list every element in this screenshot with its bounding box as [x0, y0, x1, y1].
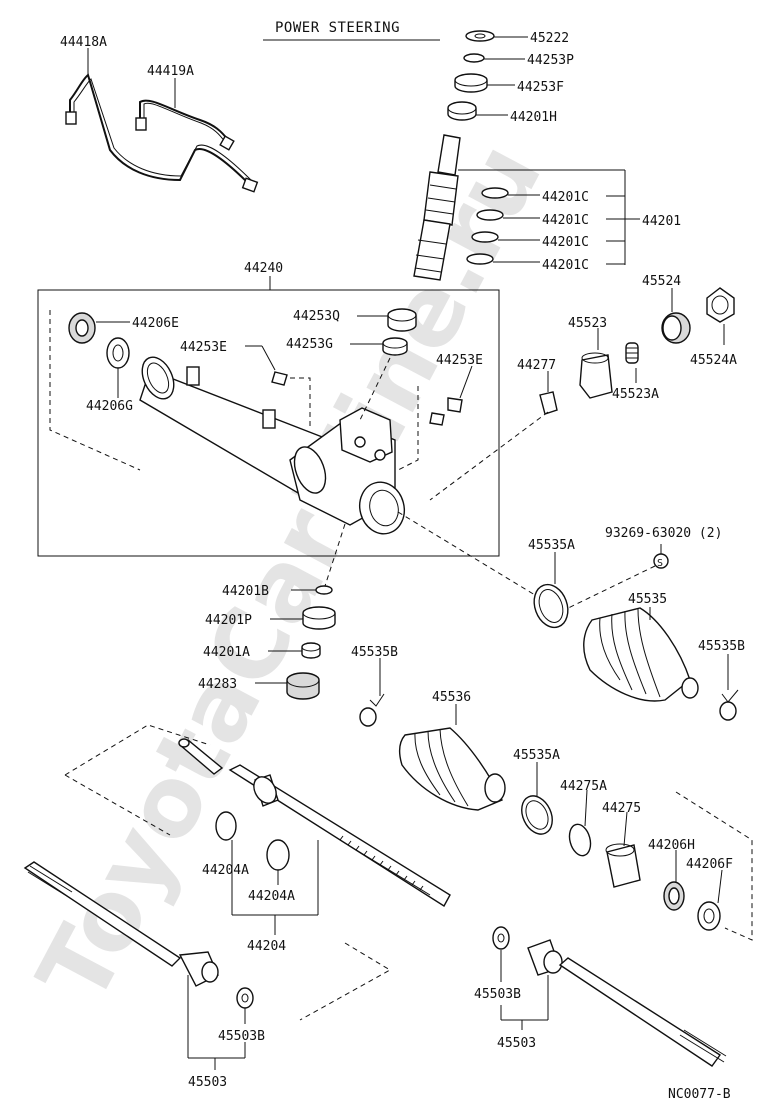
- label-45524A: 45524A: [690, 353, 737, 368]
- label-44253P: 44253P: [527, 53, 574, 68]
- label-44277: 44277: [517, 358, 556, 373]
- tie-rod-end-right: [492, 926, 727, 1067]
- label-45535A-1: 45535A: [528, 538, 575, 553]
- steering-boot-right: [583, 607, 699, 702]
- label-45503B-2: 45503B: [474, 987, 521, 1002]
- pinion-seals: [447, 30, 528, 121]
- label-44283: 44283: [198, 677, 237, 692]
- label-44253Q: 44253Q: [293, 309, 340, 324]
- label-44275A: 44275A: [560, 779, 607, 794]
- label-44201: 44201: [642, 214, 681, 229]
- label-45503B-1: 45503B: [218, 1029, 265, 1044]
- diagram-title: POWER STEERING: [275, 20, 400, 36]
- label-45535B-1: 45535B: [351, 645, 398, 660]
- label-44204A-2: 44204A: [248, 889, 295, 904]
- label-45222: 45222: [530, 31, 569, 46]
- clip-right: [719, 654, 739, 721]
- rack-housing-box: [37, 289, 500, 557]
- clip-left: [359, 658, 385, 727]
- label-44201C-4: 44201C: [542, 258, 589, 273]
- rack-bushing-parts: [568, 789, 723, 931]
- label-44201H: 44201H: [510, 110, 557, 125]
- label-44418A: 44418A: [60, 35, 107, 50]
- label-45535A-2: 45535A: [513, 748, 560, 763]
- control-valve-pinion: [413, 134, 640, 281]
- label-44206E: 44206E: [132, 316, 179, 331]
- label-44206G: 44206G: [86, 399, 133, 414]
- label-44419A: 44419A: [147, 64, 194, 79]
- label-44206H: 44206H: [648, 838, 695, 853]
- label-44204: 44204: [247, 939, 286, 954]
- label-44275: 44275: [602, 801, 641, 816]
- boot-clamp-right: S: [533, 544, 669, 629]
- label-45523: 45523: [568, 316, 607, 331]
- label-45535B-2: 45535B: [698, 639, 745, 654]
- boot-clamp-left: [521, 762, 553, 835]
- label-44201C-2: 44201C: [542, 213, 589, 228]
- tie-rod-end-left: [23, 861, 254, 1070]
- label-44253G: 44253G: [286, 337, 333, 352]
- label-45503-1: 45503: [188, 1075, 227, 1090]
- label-44201A: 44201A: [203, 645, 250, 660]
- label-93269-63020: 93269-63020 (2): [605, 526, 722, 541]
- label-44201B: 44201B: [222, 584, 269, 599]
- label-45535: 45535: [628, 592, 667, 607]
- pinion-bearing-parts: [255, 585, 336, 700]
- label-44201C-1: 44201C: [542, 190, 589, 205]
- label-45524: 45524: [642, 274, 681, 289]
- label-44253E-1: 44253E: [180, 340, 227, 355]
- label-44240: 44240: [244, 261, 283, 276]
- label-44253E-2: 44253E: [436, 353, 483, 368]
- rack-housing: [139, 356, 463, 535]
- label-44206F: 44206F: [686, 857, 733, 872]
- label-45523A: 45523A: [612, 387, 659, 402]
- label-44253F: 44253F: [517, 80, 564, 95]
- label-44201C-3: 44201C: [542, 235, 589, 250]
- pressure-pipes: [65, 48, 259, 193]
- housing-bushings: [68, 308, 473, 399]
- svg-text:S: S: [657, 558, 663, 569]
- label-45503-2: 45503: [497, 1036, 536, 1051]
- label-45536: 45536: [432, 690, 471, 705]
- rack-guide-parts: [539, 287, 735, 415]
- steering-rack: [178, 738, 451, 935]
- steering-boot-left: [398, 704, 506, 811]
- label-44204A-1: 44204A: [202, 863, 249, 878]
- label-44201P: 44201P: [205, 613, 252, 628]
- diagram-code: NC0077-B: [668, 1087, 731, 1102]
